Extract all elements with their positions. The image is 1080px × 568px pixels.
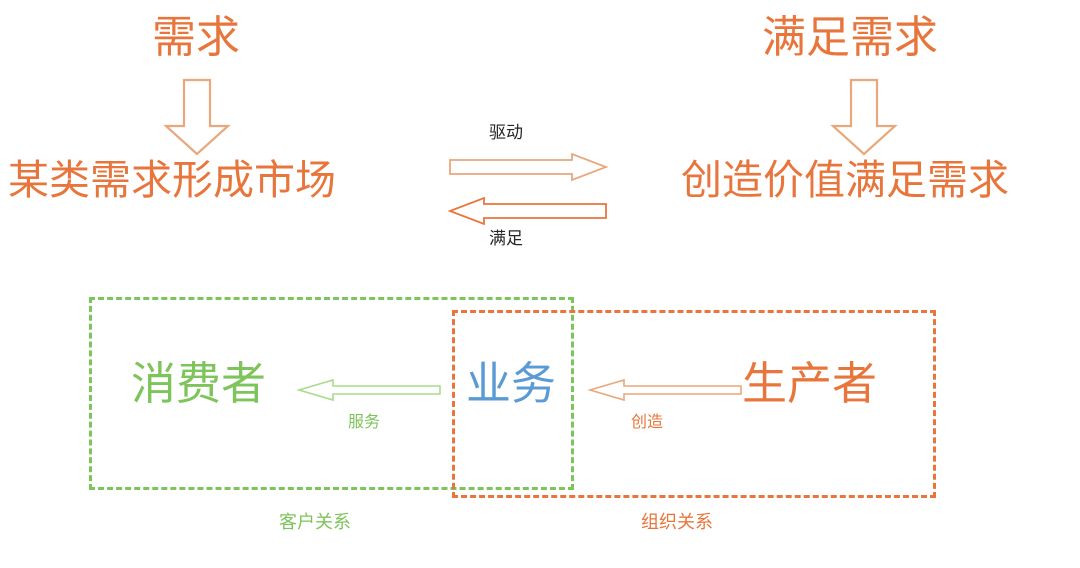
top-right-heading: 满足需求: [762, 13, 938, 62]
arrow-forward-label: 驱动: [489, 123, 523, 142]
top-left-node-label: 某类需求形成市场: [8, 157, 336, 203]
top-right-node-label: 创造价值满足需求: [681, 157, 1009, 203]
customer-relation-caption: 客户关系: [279, 512, 351, 532]
down-arrow-right-icon: [819, 78, 909, 156]
business-label: 业务: [466, 359, 557, 409]
consumer-label: 消费者: [131, 359, 267, 409]
right-arrow-drive-icon: [448, 152, 609, 182]
arrow-back-label: 满足: [489, 229, 523, 248]
org-relation-box: [452, 310, 936, 498]
customer-relation-box: [89, 297, 574, 490]
top-left-heading: 需求: [152, 13, 240, 62]
producer-label: 生产者: [742, 359, 878, 409]
service-label: 服务: [348, 414, 381, 431]
create-arrow-icon: [587, 378, 743, 402]
org-relation-caption: 组织关系: [641, 512, 713, 532]
left-arrow-satisfy-icon: [447, 196, 608, 226]
service-arrow-icon: [296, 378, 442, 402]
create-label: 创造: [631, 414, 664, 431]
down-arrow-left-icon: [152, 78, 242, 156]
